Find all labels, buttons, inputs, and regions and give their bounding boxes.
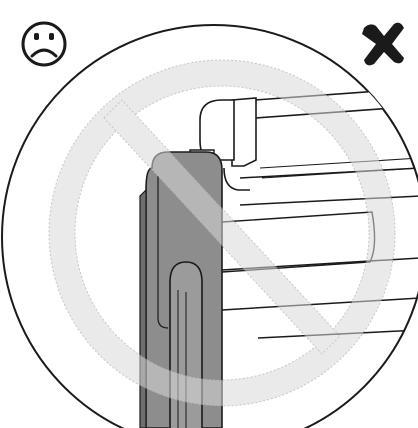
radiator-panel-lines [221,167,418,339]
wall-bracket-side [139,188,147,428]
sad-face-icon [21,21,67,67]
mounting-knob [199,99,235,161]
bracket-clip [223,167,250,191]
wall-hook-block [231,97,257,167]
bracket-slot-inner [177,290,187,428]
radiator-panel-fins [259,157,418,179]
cross-icon [362,22,404,66]
prohibition-icon [48,59,396,407]
radiator-side-edge [157,176,169,329]
